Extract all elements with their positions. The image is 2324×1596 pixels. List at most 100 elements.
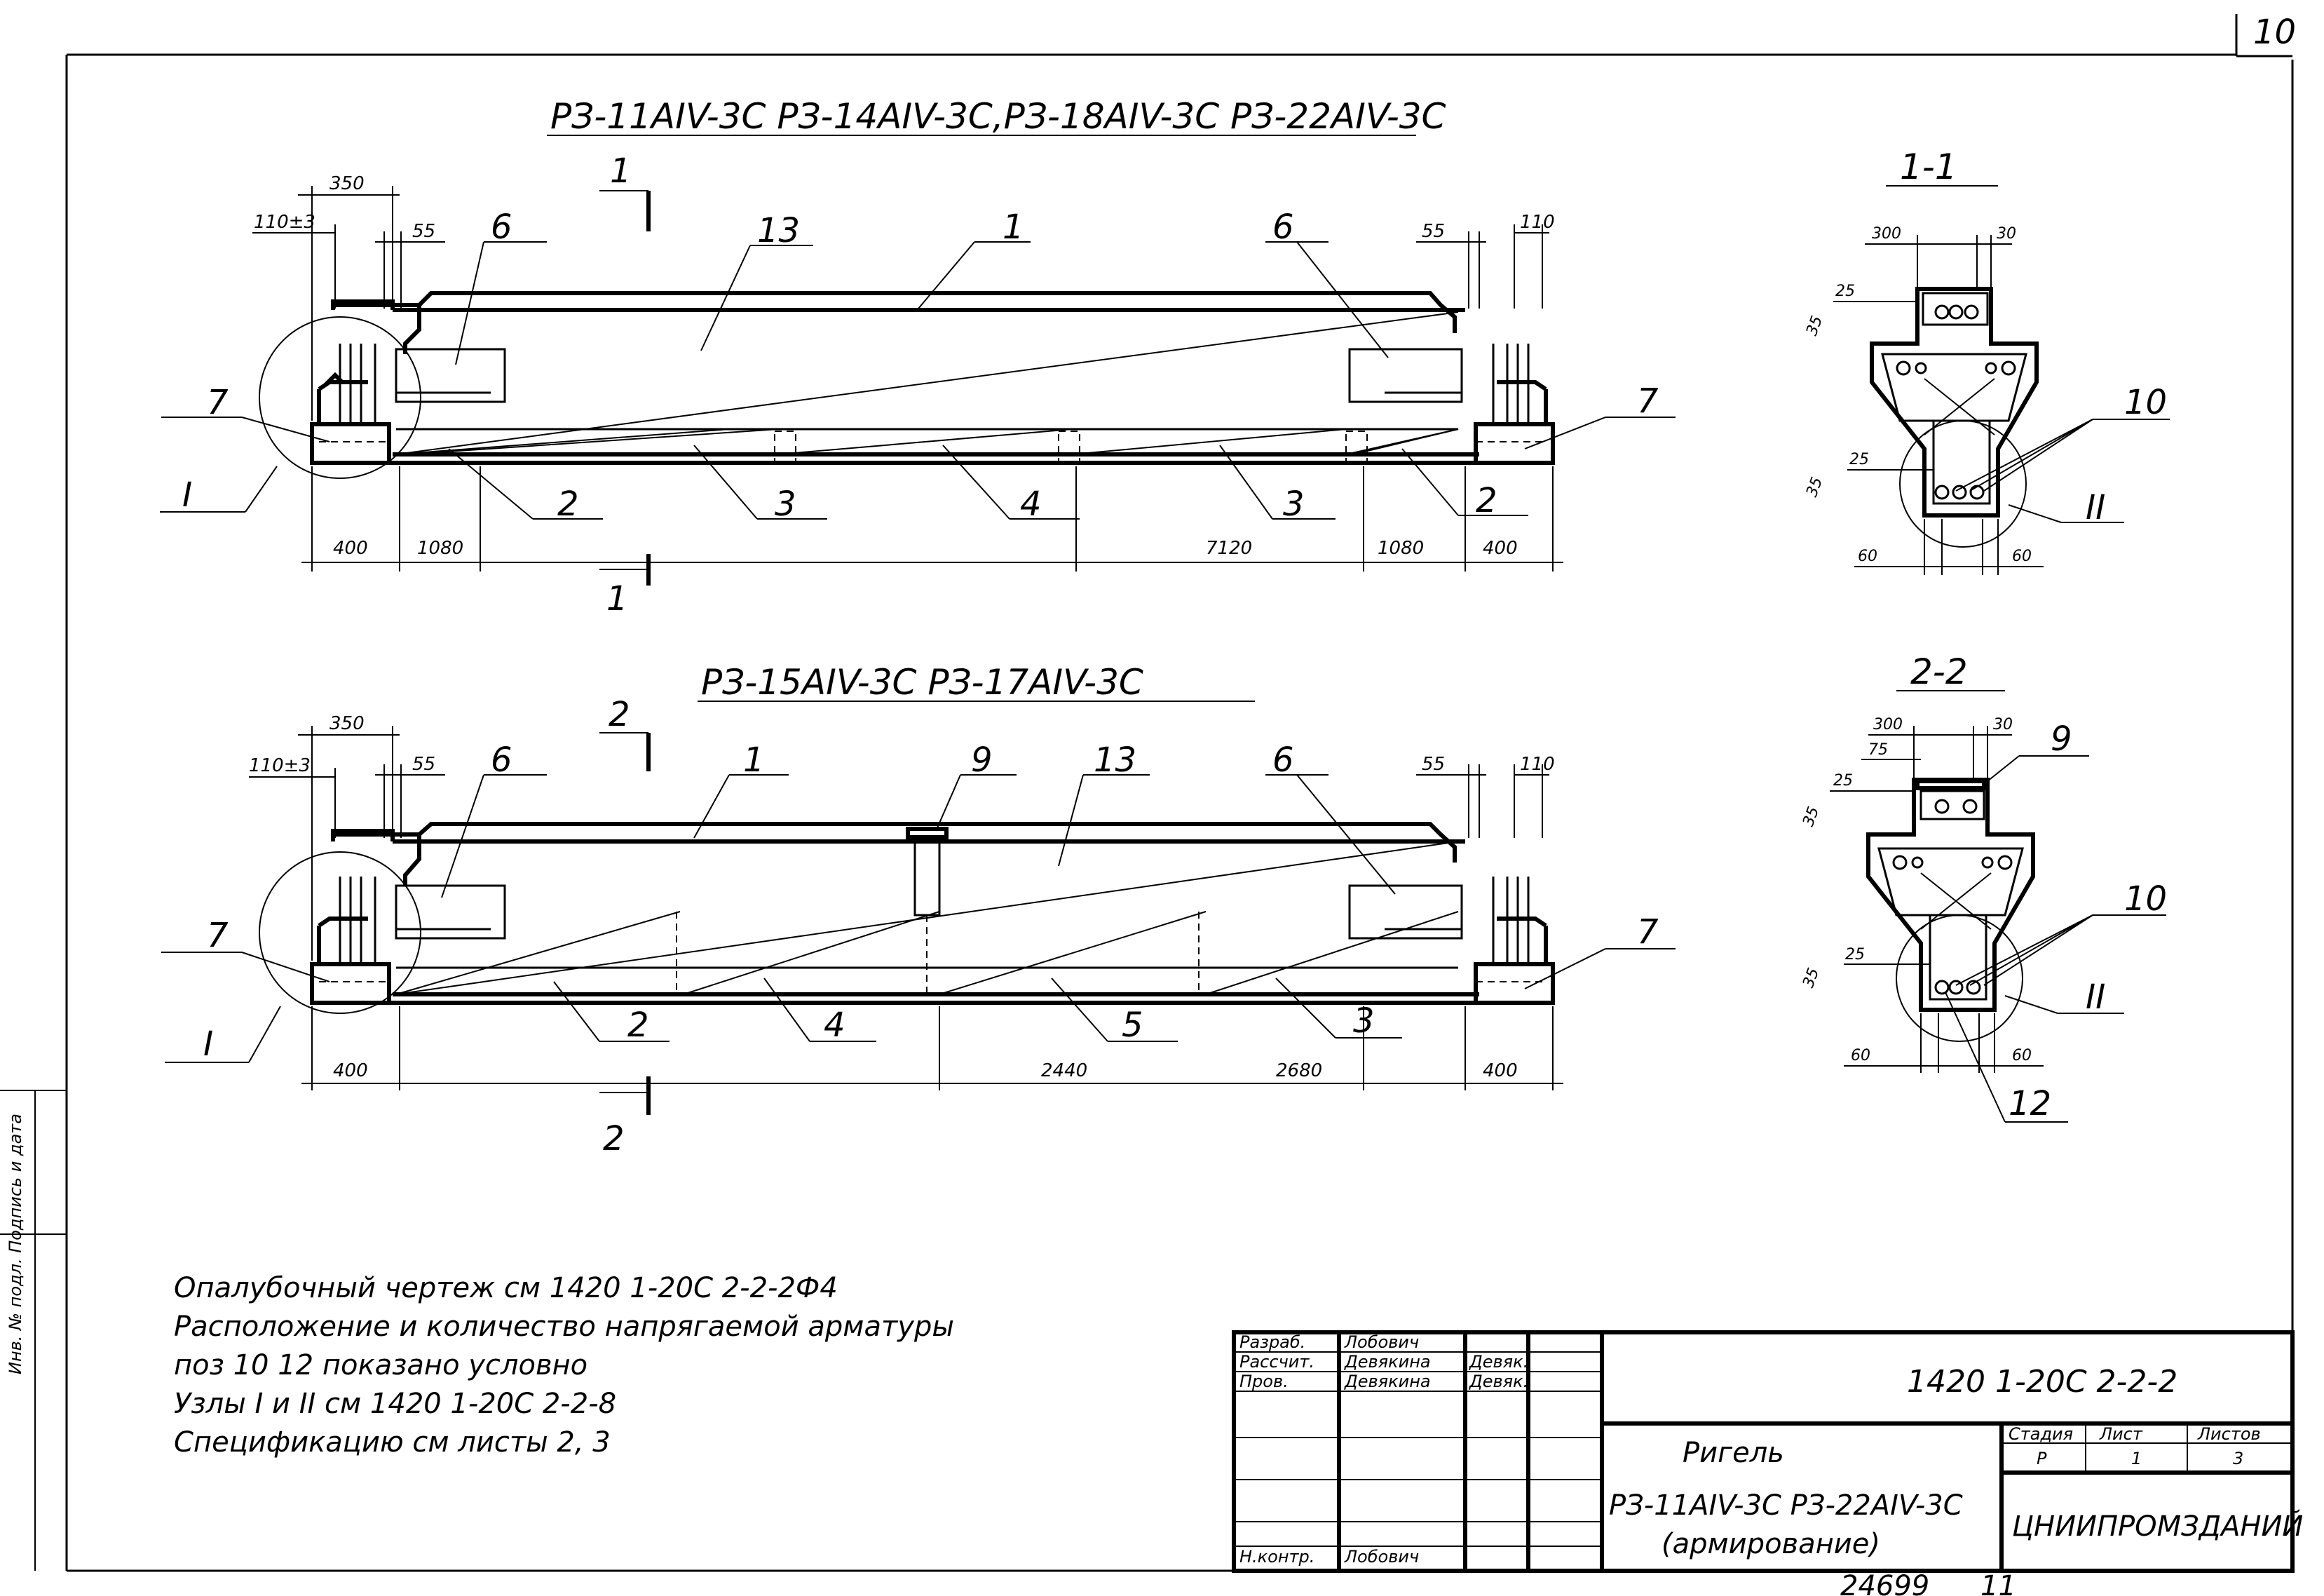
svg-text:2680: 2680	[1276, 1060, 1322, 1081]
tb-name-1: Лобович	[1344, 1332, 1419, 1352]
note-5: Спецификацию см листы 2, 3	[174, 1426, 611, 1459]
tb-sheets-hdr: Листов	[2197, 1424, 2261, 1444]
section-2-title: 2-2	[1910, 651, 1968, 692]
section-1-1: 1-1 II 10 300 30 25 35 25 35	[1803, 147, 2170, 575]
bottom-pos-2: 2	[627, 1006, 649, 1045]
top-beam-view: РЗ-11АIV-3С РЗ-14АIV-3С,РЗ-18АIV-3С РЗ-2…	[160, 96, 1676, 618]
svg-text:55: 55	[1422, 221, 1445, 242]
bottom-pos-5: 5	[1122, 1006, 1143, 1045]
svg-text:350: 350	[329, 173, 365, 194]
section-1-title: 1-1	[1900, 147, 1957, 187]
section-2-2: 2-2 II 10 9 12 300 75 30	[1800, 651, 2167, 1123]
bottom-beam-dims-upper: 350 110±3 55 55 110	[249, 713, 1555, 961]
svg-text:300: 300	[1872, 225, 1901, 243]
top-pos-7-left: 7	[207, 383, 229, 422]
svg-text:2440: 2440	[1041, 1060, 1087, 1081]
top-pos-7-right: 7	[1637, 381, 1659, 421]
svg-text:55: 55	[412, 221, 435, 242]
svg-text:35: 35	[1800, 966, 1823, 990]
top-pos-2-right: 2	[1476, 481, 1497, 520]
svg-text:60: 60	[1858, 548, 1877, 565]
svg-text:1080: 1080	[417, 538, 463, 559]
svg-text:35: 35	[1803, 475, 1826, 499]
top-pos-3-right: 3	[1283, 485, 1305, 524]
side-stamp-text: Инв. № подл. Подпись и дата	[6, 1114, 25, 1374]
bottom-pos-1: 1	[743, 740, 765, 780]
top-pos-2-left: 2	[557, 485, 579, 524]
bottom-pos-6-right: 6	[1272, 740, 1294, 780]
svg-text:25: 25	[1833, 772, 1853, 790]
svg-text:30: 30	[1993, 716, 2013, 733]
tb-product: Ригель	[1683, 1437, 1784, 1469]
tb-sign-2: Девяк.	[1469, 1352, 1528, 1372]
svg-text:30: 30	[1997, 225, 2016, 243]
svg-text:110: 110	[1520, 212, 1555, 233]
svg-text:25: 25	[1845, 946, 1865, 963]
note-3: поз 10 12 показано условно	[174, 1349, 587, 1381]
top-pos-6-right: 6	[1272, 208, 1294, 247]
tb-subtitle: (армирование)	[1662, 1528, 1880, 1560]
svg-text:75: 75	[1868, 741, 1888, 759]
svg-text:400: 400	[333, 538, 368, 559]
bottom-beam-view: РЗ-15АIV-3С РЗ-17АIV-3С 2 2	[161, 662, 1676, 1158]
footer-archive: 24699	[1840, 1570, 1929, 1596]
top-view-title: РЗ-11АIV-3С РЗ-14АIV-3С,РЗ-18АIV-3С РЗ-2…	[550, 96, 1446, 137]
svg-text:35: 35	[1803, 313, 1826, 338]
bottom-pos-13: 13	[1094, 740, 1136, 780]
svg-text:400: 400	[1483, 538, 1518, 559]
note-2: Расположение и количество напрягаемой ар…	[174, 1311, 954, 1343]
svg-text:1080: 1080	[1378, 538, 1424, 559]
cut-2-top-label: 2	[609, 695, 630, 734]
tb-sheets: 3	[2233, 1449, 2243, 1468]
top-beam-dims-lower: 400 1080 7120 1080 400	[301, 466, 1563, 572]
bottom-node-I-label: I	[203, 1024, 213, 1064]
tb-role-6: Н.контр.	[1239, 1547, 1314, 1567]
tb-doc-code: 1420 1-20С 2-2-2	[1907, 1364, 2177, 1400]
tb-name-3: Девякина	[1344, 1372, 1431, 1391]
svg-text:350: 350	[329, 713, 365, 734]
top-pos-1: 1	[1003, 208, 1024, 247]
bottom-pos-7-left: 7	[207, 916, 229, 955]
tb-org: ЦНИИПРОМЗДАНИЙ	[2012, 1509, 2303, 1543]
title-block: Разраб. Лобович Рассчит. Девякина Девяк.…	[1232, 1330, 2303, 1573]
section-2-pos-9: 9	[2051, 719, 2072, 759]
svg-text:55: 55	[1422, 754, 1445, 775]
tb-name-2: Девякина	[1344, 1352, 1431, 1372]
bottom-view-title: РЗ-15АIV-3С РЗ-17АIV-3С	[701, 662, 1143, 703]
section-1-node-II: II	[2086, 488, 2105, 527]
sheet-frame: 10	[65, 13, 2296, 1572]
tb-sheet: 1	[2131, 1449, 2142, 1468]
top-pos-3-left: 3	[775, 485, 796, 524]
tb-sheet-hdr: Лист	[2099, 1424, 2143, 1444]
tb-role-1: Разраб.	[1239, 1332, 1305, 1352]
section-2-pos-12: 12	[2009, 1084, 2051, 1123]
tb-sign-3: Девяк.	[1469, 1372, 1528, 1391]
top-pos-4: 4	[1020, 485, 1042, 524]
general-notes: Опалубочный чертеж см 1420 1-20С 2-2-2Ф4…	[174, 1272, 954, 1459]
svg-text:60: 60	[2012, 548, 2032, 565]
svg-text:110±3: 110±3	[249, 755, 311, 776]
bottom-beam-dims-lower: 400 2440 2680 400	[301, 1006, 1563, 1090]
sheet-number: 10	[2253, 13, 2296, 52]
note-4: Узлы I и II см 1420 1-20С 2-2-8	[174, 1388, 616, 1420]
svg-text:110±3: 110±3	[254, 212, 315, 233]
footer-page: 11	[1980, 1570, 2016, 1596]
side-stamp: Инв. № подл. Подпись и дата	[0, 1090, 67, 1571]
svg-text:110: 110	[1520, 754, 1555, 775]
section-2-node-II: II	[2086, 978, 2105, 1017]
svg-text:25: 25	[1849, 451, 1869, 468]
cut-1-top-label: 1	[610, 151, 632, 191]
svg-text:35: 35	[1800, 804, 1823, 829]
svg-text:60: 60	[2012, 1047, 2032, 1064]
tb-stage-hdr: Стадия	[2009, 1424, 2073, 1444]
cut-1-bottom-label: 1	[606, 579, 628, 618]
svg-text:7120: 7120	[1206, 538, 1252, 559]
svg-text:400: 400	[333, 1060, 368, 1081]
cut-2-bottom-label: 2	[603, 1119, 625, 1158]
tb-role-3: Пров.	[1239, 1372, 1289, 1391]
top-pos-6-left: 6	[491, 208, 512, 247]
svg-text:60: 60	[1851, 1047, 1870, 1064]
tb-marks: РЗ-11АIV-3С РЗ-22АIV-3С	[1609, 1489, 1963, 1522]
note-1: Опалубочный чертеж см 1420 1-20С 2-2-2Ф4	[174, 1272, 838, 1304]
